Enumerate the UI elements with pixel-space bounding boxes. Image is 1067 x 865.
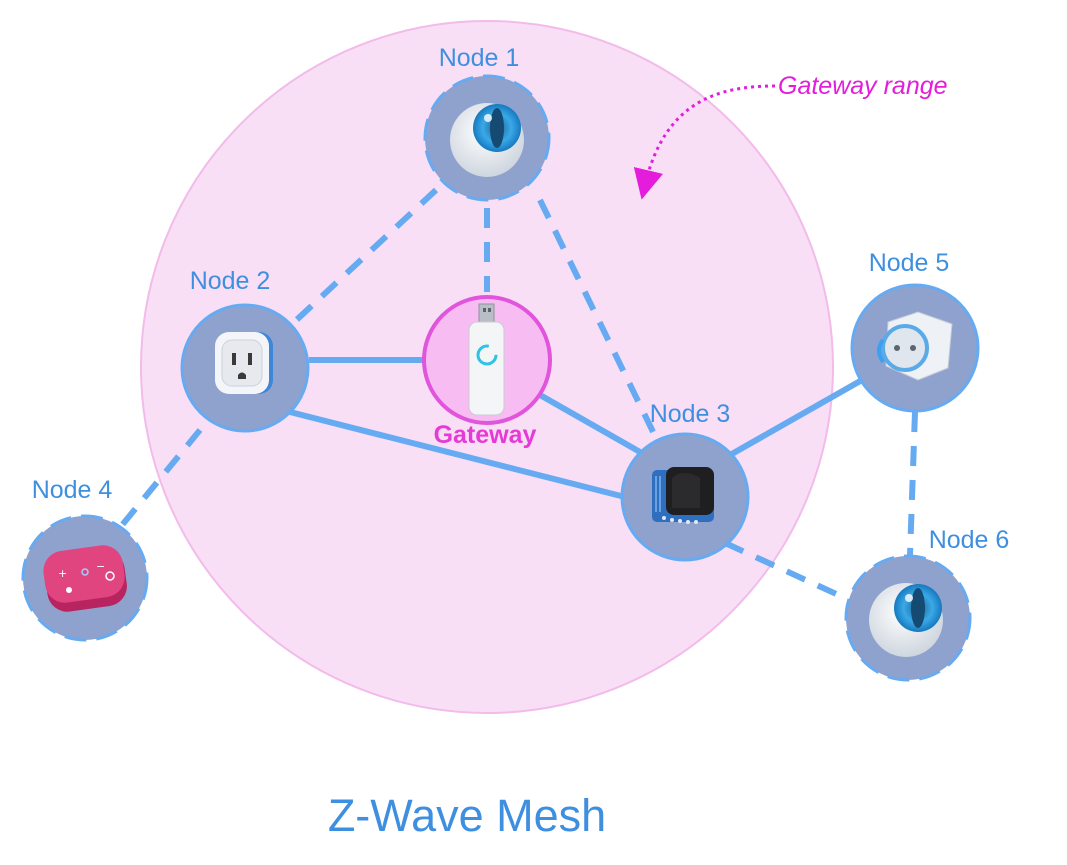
node-2[interactable] xyxy=(180,303,310,433)
gateway-label: Gateway xyxy=(434,421,537,449)
remote-button-icon: + − xyxy=(43,545,127,612)
node-5-label: Node 5 xyxy=(869,249,950,277)
svg-text:−: − xyxy=(96,560,105,573)
gateway-node[interactable] xyxy=(422,295,552,425)
diagram-title: Z-Wave Mesh xyxy=(328,790,606,841)
node-1[interactable] xyxy=(423,74,551,202)
node-4-label: Node 4 xyxy=(32,476,113,504)
node-2-label: Node 2 xyxy=(190,267,271,295)
link-node3-node6 xyxy=(723,540,847,601)
schuko-plug-icon xyxy=(877,311,953,381)
link-node1-node3 xyxy=(537,198,660,442)
node-4[interactable]: + − xyxy=(21,514,149,642)
gateway-range-label: Gateway range xyxy=(778,72,948,100)
link-node5-node6 xyxy=(907,411,918,556)
node-1-label: Node 1 xyxy=(439,44,520,72)
wall-plug-icon xyxy=(215,332,273,394)
node-3[interactable] xyxy=(620,432,750,562)
link-node3-node5 xyxy=(728,377,864,458)
link-gateway-node3 xyxy=(538,392,642,455)
relay-module-icon xyxy=(652,467,714,524)
eye-sensor-icon xyxy=(869,583,943,657)
link-node2-node4 xyxy=(115,428,203,532)
svg-text:+: + xyxy=(58,567,67,580)
node-6-label: Node 6 xyxy=(929,526,1010,554)
mesh-links xyxy=(115,187,918,601)
node-3-label: Node 3 xyxy=(650,400,731,428)
node-5[interactable] xyxy=(850,283,980,413)
eye-sensor-icon xyxy=(450,103,524,177)
node-6[interactable] xyxy=(844,554,972,682)
link-node2-node3 xyxy=(289,409,626,500)
usb-stick-icon xyxy=(468,303,505,416)
